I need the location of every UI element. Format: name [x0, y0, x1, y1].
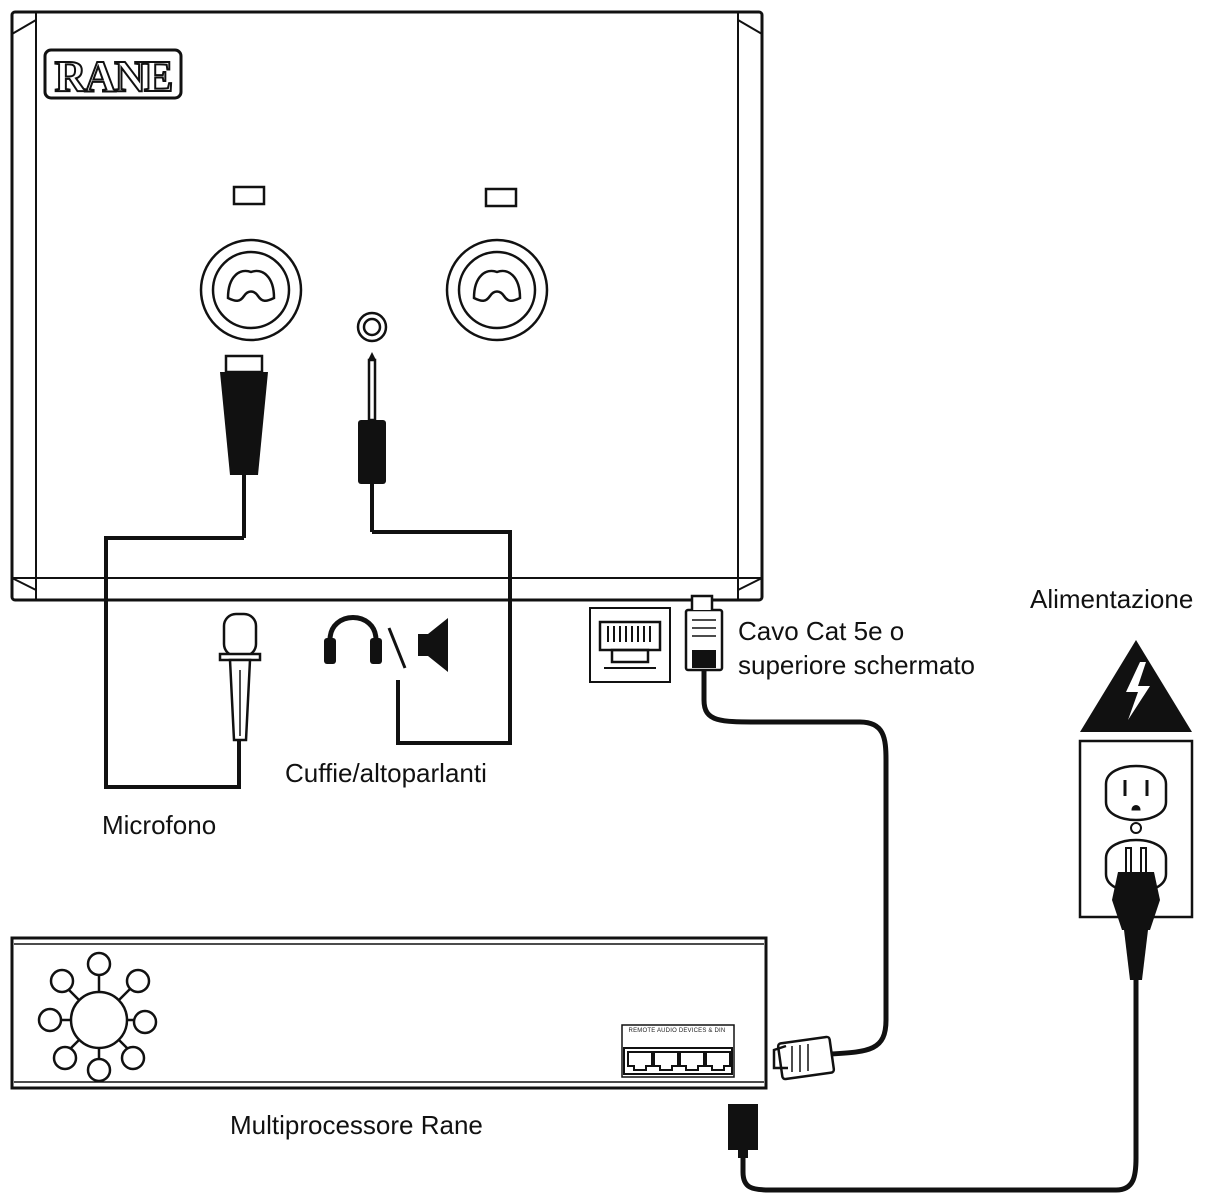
xlr-combo-jack-right	[445, 238, 549, 342]
label-cable-line2: superiore schermato	[738, 650, 975, 680]
label-microphone: Microfono	[102, 810, 217, 840]
ethernet-ports	[621, 1024, 735, 1078]
hazard-triangle-icon	[1080, 640, 1192, 732]
wall-plate	[10, 10, 764, 602]
indicator-led-right	[484, 187, 518, 208]
label-cable-line1: Cavo Cat 5e o	[738, 616, 905, 646]
rj45-jack	[589, 607, 671, 683]
processor-box	[10, 936, 768, 1090]
trs-plug	[358, 352, 386, 532]
cat5-cable	[701, 670, 889, 1057]
label-power: Alimentazione	[1030, 584, 1194, 614]
xlr-combo-jack-left	[199, 238, 303, 342]
label-cable: Cavo Cat 5e o superiore schermato	[738, 614, 975, 682]
slash-divider	[387, 627, 407, 669]
power-plug	[1112, 847, 1160, 980]
label-headphones-speakers: Cuffie/altoparlanti	[285, 758, 487, 788]
microphone-icon	[218, 612, 262, 742]
power-cable	[740, 980, 1139, 1193]
headphone-jack	[356, 311, 388, 343]
rj45-plug-bottom	[772, 1035, 836, 1081]
speaker-icon	[418, 618, 448, 672]
rane-logo-text: RANE	[55, 52, 172, 101]
rane-logo: RANE	[43, 48, 183, 102]
rj45-plug-top	[684, 594, 724, 672]
plate-cables	[104, 530, 512, 789]
xlr-connector	[220, 354, 268, 538]
indicator-led-left	[232, 185, 266, 206]
headphones-icon	[324, 615, 382, 664]
power-adapter	[728, 1104, 758, 1158]
rane-flower-logo	[37, 951, 158, 1083]
label-processor: Multiprocessore Rane	[230, 1110, 483, 1140]
processor-port-label: REMOTE AUDIO DEVICES & DIN	[628, 1028, 726, 1034]
